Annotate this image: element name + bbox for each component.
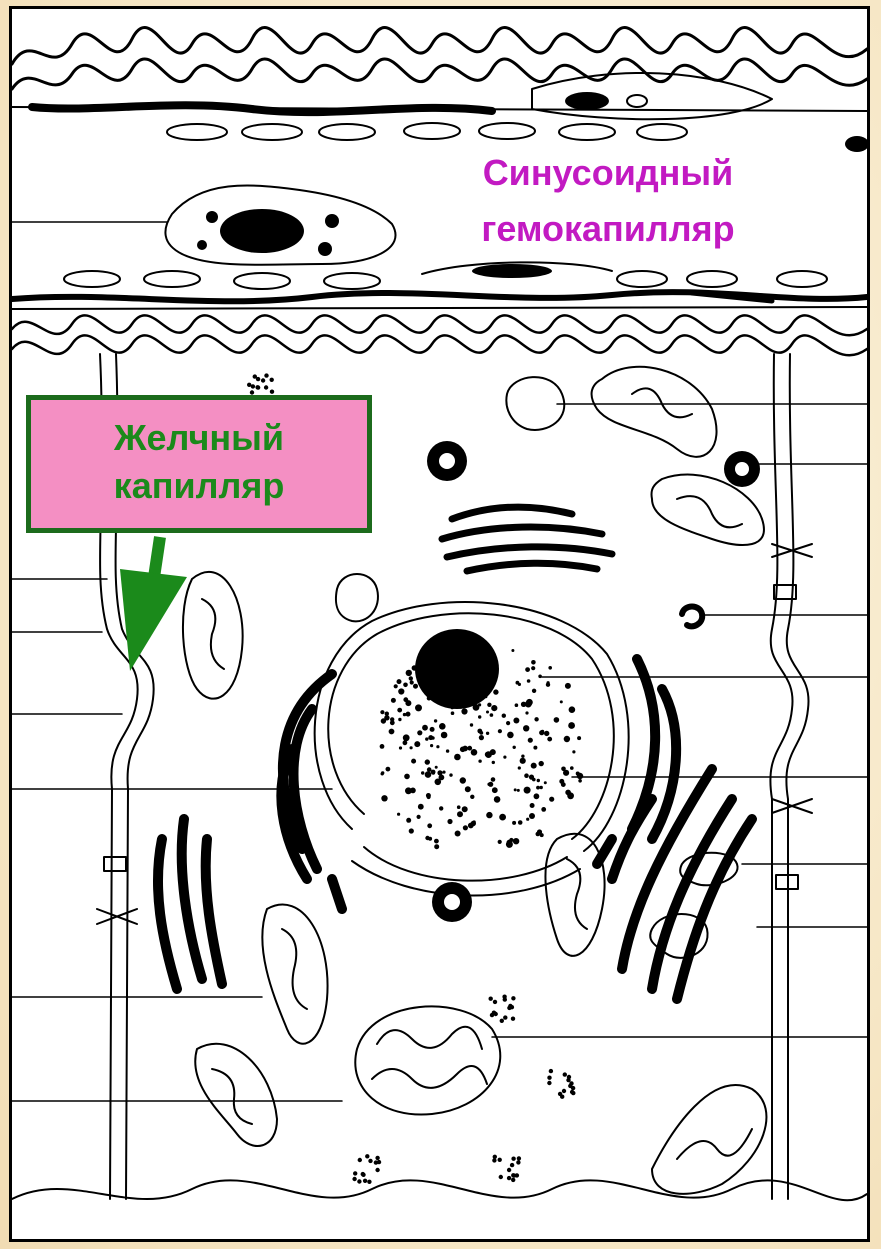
bile-capillary-arrow-layer: [12, 9, 867, 1239]
bile-capillary-arrow: [120, 537, 187, 671]
hepatocyte-diagram-frame: Синусоидный гемокапилляр Желчный капилля…: [9, 6, 870, 1242]
